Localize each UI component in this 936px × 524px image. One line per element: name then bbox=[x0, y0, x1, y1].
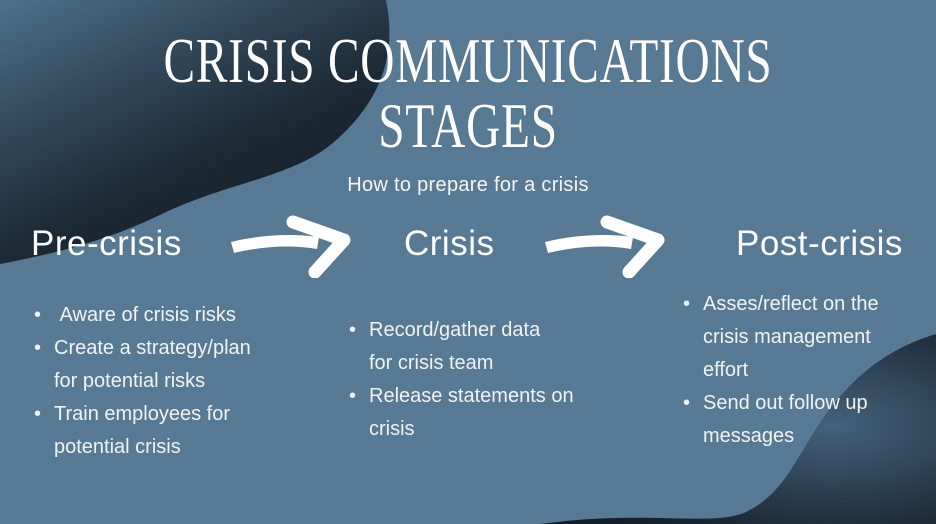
pre-crisis-list: Aware of crisis risks Create a strategy/… bbox=[33, 299, 301, 464]
list-item: Aware of crisis risks bbox=[33, 299, 301, 332]
list-item: Train employees for potential crisis bbox=[33, 398, 301, 464]
list-item: Release statements on crisis bbox=[348, 380, 620, 446]
crisis-list: Record/gather data for crisis team Relea… bbox=[348, 314, 620, 446]
arrow-right-icon bbox=[231, 215, 351, 278]
stage-label-pre-crisis: Pre-crisis bbox=[31, 224, 182, 263]
stage-label-post-crisis: Post-crisis bbox=[736, 224, 903, 263]
list-item: Asses/reflect on the crisis management e… bbox=[682, 288, 934, 387]
list-item: Send out follow up messages bbox=[682, 387, 934, 453]
title-line-2: STAGES bbox=[378, 90, 558, 161]
post-crisis-list: Asses/reflect on the crisis management e… bbox=[682, 288, 934, 453]
page-title: CRISIS COMMUNICATIONS STAGES bbox=[0, 28, 936, 158]
list-item: Create a strategy/plan for potential ris… bbox=[33, 332, 301, 398]
subtitle: How to prepare for a crisis bbox=[347, 174, 589, 196]
title-line-1: CRISIS COMMUNICATIONS bbox=[163, 25, 773, 96]
arrow-right-icon bbox=[545, 215, 665, 278]
stage-label-crisis: Crisis bbox=[404, 224, 495, 263]
list-item: Record/gather data for crisis team bbox=[348, 314, 620, 380]
